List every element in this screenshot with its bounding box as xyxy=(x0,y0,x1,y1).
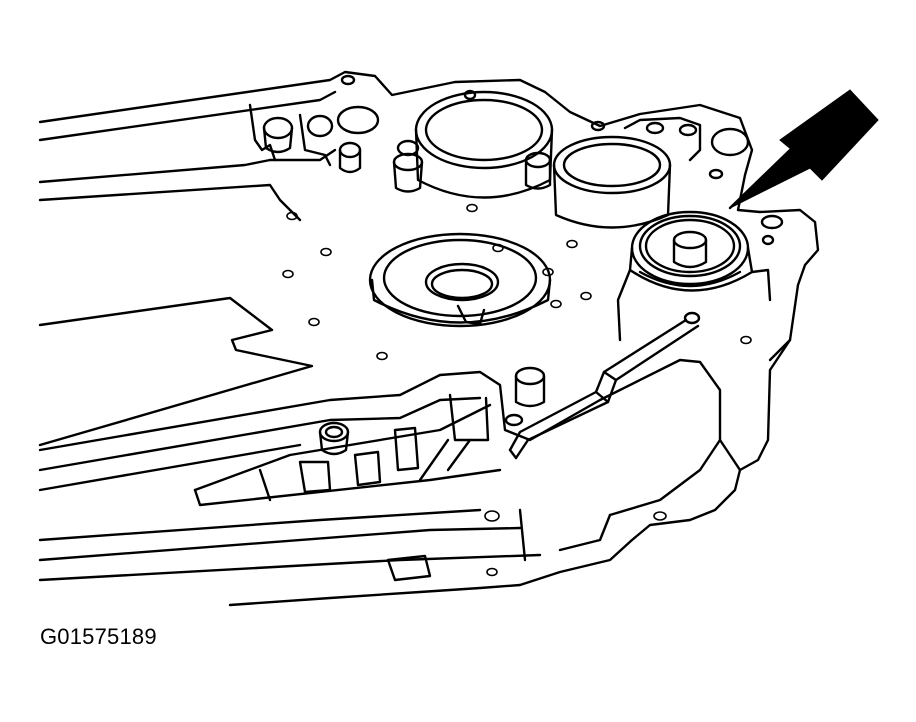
figure-id-label: G01575189 xyxy=(40,624,157,649)
large-bore-upper xyxy=(414,90,554,199)
callout-arrow-icon xyxy=(728,89,879,210)
medium-bore-upper xyxy=(552,135,672,229)
housing-outline xyxy=(38,70,820,607)
lower-rib-casting xyxy=(38,358,722,517)
lower-right-flange xyxy=(386,338,792,582)
gasket-plate xyxy=(38,296,314,447)
center-bearing-race xyxy=(368,232,552,328)
bolt-holes xyxy=(282,203,752,577)
servo-piston-assembly xyxy=(616,210,784,342)
servo-lever-bracket xyxy=(508,311,701,460)
lower-bolts xyxy=(318,366,546,456)
upper-right-bracket xyxy=(623,116,750,180)
upper-bosses xyxy=(262,74,606,193)
